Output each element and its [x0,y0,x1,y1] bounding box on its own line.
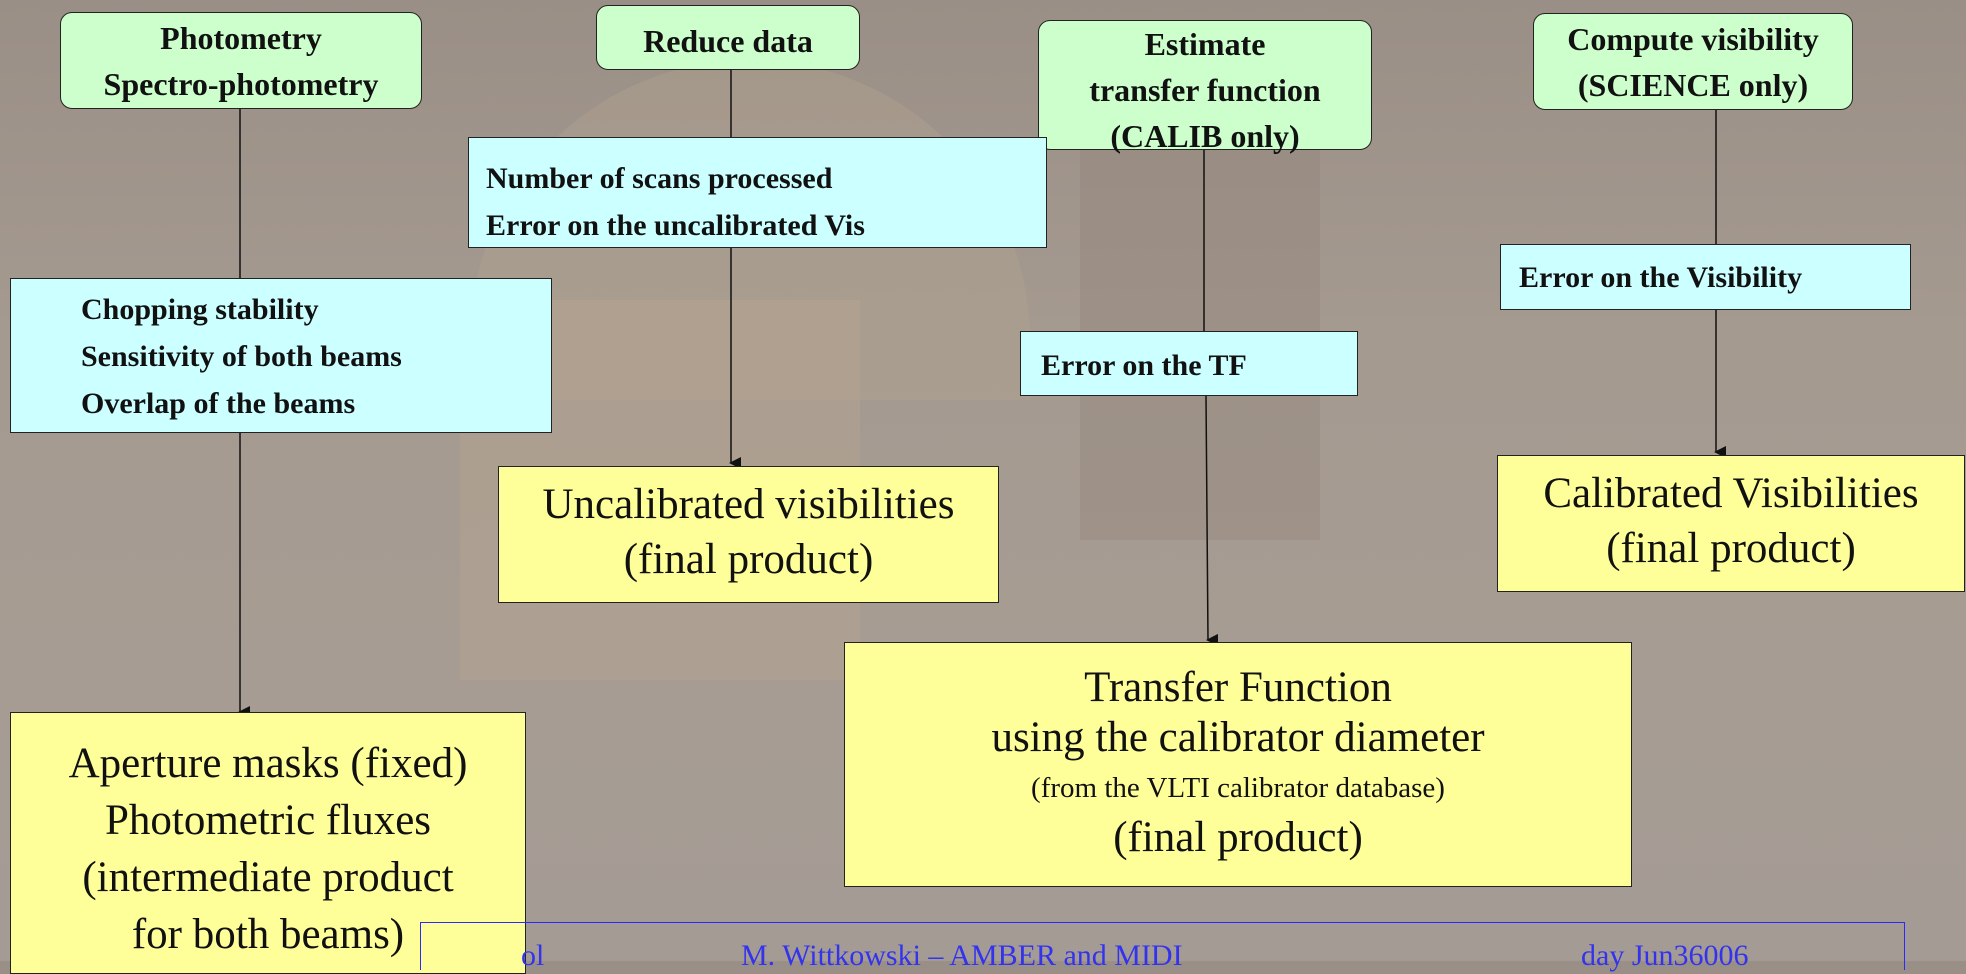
product-reduce-line-2: (final product) [623,536,874,583]
product-transfer-line-2: using the calibrator diameter [991,714,1485,761]
product-uncalibrated-visibilities: Uncalibrated visibilities (final product… [498,466,999,603]
product-photometry-line-1: Aperture masks (fixed) [68,740,468,787]
step-visibility-line-1: Compute visibility [1567,21,1819,57]
product-reduce-line-1: Uncalibrated visibilities [542,481,955,528]
step-reduce-line-1: Reduce data [643,23,813,59]
step-visibility-line-2: (SCIENCE only) [1577,67,1809,103]
step-photometry-line-2: Spectro-photometry [103,66,379,102]
check-reduce-line-2: Error on the uncalibrated Vis [486,209,865,242]
product-calibrated-visibilities: Calibrated Visibilities (final product) [1497,455,1965,592]
step-transfer-function: Estimate transfer function (CALIB only) [1038,20,1372,154]
check-photometry-line-2: Sensitivity of both beams [81,340,402,373]
step-photometry-line-1: Photometry [160,20,322,56]
step-transfer-line-3: (CALIB only) [1110,118,1300,154]
product-photometry-line-4: for both beams) [131,911,405,958]
step-reduce-data: Reduce data [596,5,860,70]
checks-reduce: Number of scans processed Error on the u… [468,137,1047,248]
step-photometry: Photometry Spectro-photometry [60,12,422,109]
product-transfer-line-1: Transfer Function [1084,664,1392,711]
product-photometry-line-3: (intermediate product [82,854,454,901]
checks-visibility: Error on the Visibility [1500,244,1911,310]
product-photometry: Aperture masks (fixed) Photometric fluxe… [10,712,526,974]
check-transfer-line-1: Error on the TF [1041,349,1247,382]
checks-transfer: Error on the TF [1020,331,1358,396]
product-photometry-line-2: Photometric fluxes [104,797,432,844]
background-tower [1080,120,1320,540]
step-transfer-line-1: Estimate [1144,26,1266,62]
product-transfer-line-4: (final product) [1113,814,1363,861]
product-transfer-function: Transfer Function using the calibrator d… [844,642,1632,887]
footer-center-text: M. Wittkowski – AMBER and MIDI [741,939,1183,972]
footer-right-text: day Jun36006 [1581,939,1749,972]
check-photometry-line-3: Overlap of the beams [81,387,356,420]
product-transfer-line-3: (from the VLTI calibrator database) [1031,772,1445,804]
footer-left-text: ol [521,939,545,972]
arrow-transfer-product [1205,395,1219,646]
check-visibility-line-1: Error on the Visibility [1519,261,1803,294]
product-visibility-line-1: Calibrated Visibilities [1543,470,1919,517]
check-reduce-line-1: Number of scans processed [486,162,833,195]
product-visibility-line-2: (final product) [1606,525,1856,572]
step-transfer-line-2: transfer function [1089,72,1321,108]
step-compute-visibility: Compute visibility (SCIENCE only) [1533,13,1853,110]
slide-footer: ol M. Wittkowski – AMBER and MIDI day Ju… [420,922,1905,972]
checks-photometry: Chopping stability Sensitivity of both b… [10,278,552,433]
check-photometry-line-1: Chopping stability [81,293,319,326]
